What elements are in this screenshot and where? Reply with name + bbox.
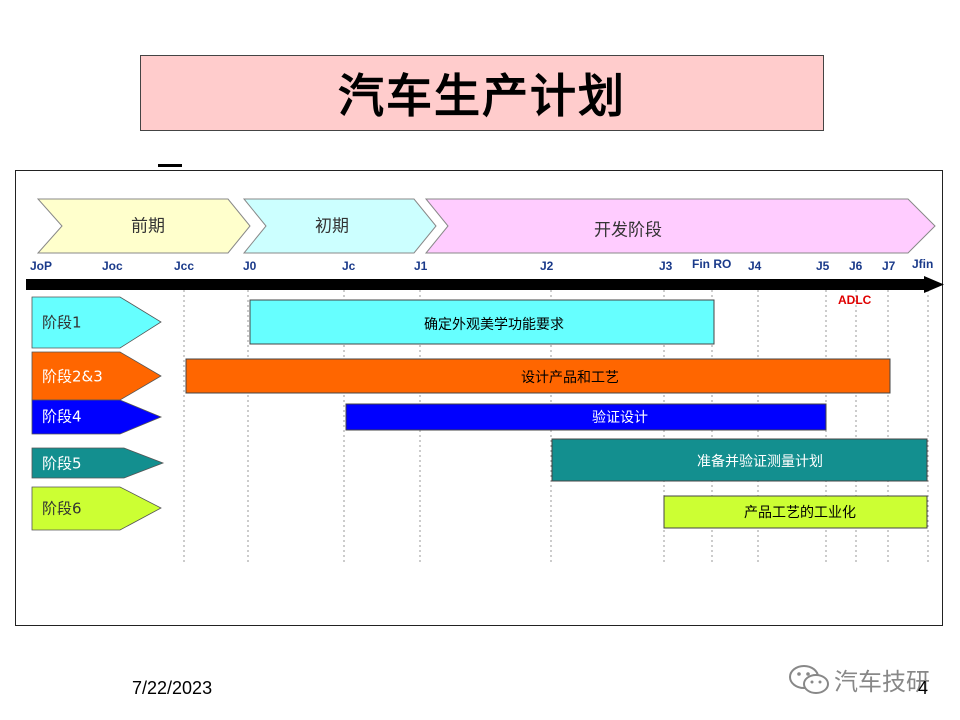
timeline-bar xyxy=(26,279,926,290)
milestone-label: Joc xyxy=(102,259,123,273)
task-label-3: 验证设计 xyxy=(592,410,648,426)
stage-shape-4 xyxy=(31,447,165,479)
frame-tick xyxy=(158,164,182,167)
milestone-label: JoP xyxy=(30,259,53,273)
timeline-arrowhead xyxy=(924,276,944,293)
task-label-4: 准备并验证测量计划 xyxy=(697,454,823,470)
milestone-label: J3 xyxy=(659,259,673,273)
milestone-label: Jc xyxy=(342,259,356,273)
milestone-label: Fin RO xyxy=(692,257,732,271)
milestone-label: J5 xyxy=(816,259,830,273)
task-bar-4 xyxy=(551,438,928,482)
task-label-2: 设计产品和工艺 xyxy=(521,370,619,386)
stage-label-2: 阶段2&3 xyxy=(42,367,103,386)
milestone-label: J2 xyxy=(540,259,554,273)
milestone-label: J1 xyxy=(414,259,428,273)
stage-shape-1 xyxy=(31,296,162,349)
milestone-label: J4 xyxy=(748,259,762,273)
stage-label-4: 阶段5 xyxy=(42,454,82,473)
phase-label-1: 前期 xyxy=(131,216,165,237)
stage-label-1: 阶段1 xyxy=(42,313,82,332)
task-bar-2 xyxy=(185,358,891,394)
watermark-text: 汽车技研 xyxy=(834,668,930,696)
phase-chevron-preliminary xyxy=(36,198,251,254)
stage-shape-2 xyxy=(31,351,162,401)
adlc-label: ADLC xyxy=(838,293,872,307)
phase-label-2: 初期 xyxy=(315,216,349,237)
phase-chevron-development xyxy=(424,198,936,254)
task-label-5: 产品工艺的工业化 xyxy=(744,505,856,521)
watermark: 汽车技研 xyxy=(788,662,930,697)
stage-label-3: 阶段4 xyxy=(42,407,82,426)
milestone-label: Jfin xyxy=(912,257,934,271)
task-bar-5 xyxy=(663,495,928,529)
task-bar-3 xyxy=(345,403,827,431)
page-number: 4 xyxy=(918,678,929,698)
stage-label-5: 阶段6 xyxy=(42,499,82,518)
task-bar-1 xyxy=(249,299,715,345)
milestone-label: J0 xyxy=(243,259,257,273)
title-box: 汽车生产计划 xyxy=(140,55,824,131)
task-label-1: 确定外观美学功能要求 xyxy=(424,317,564,333)
milestone-label: J6 xyxy=(849,259,863,273)
slide-title: 汽车生产计划 xyxy=(338,69,626,123)
phase-chevron-initial xyxy=(242,198,437,254)
milestone-label: J7 xyxy=(882,259,896,273)
wechat-icon xyxy=(789,664,829,694)
stage-shape-3 xyxy=(31,399,163,435)
diagram-frame xyxy=(15,170,943,626)
milestone-label: Jcc xyxy=(174,259,195,273)
footer-date: 7/22/2023 xyxy=(132,678,213,698)
phase-label-3: 开发阶段 xyxy=(594,220,662,241)
stage-shape-5 xyxy=(31,486,162,531)
